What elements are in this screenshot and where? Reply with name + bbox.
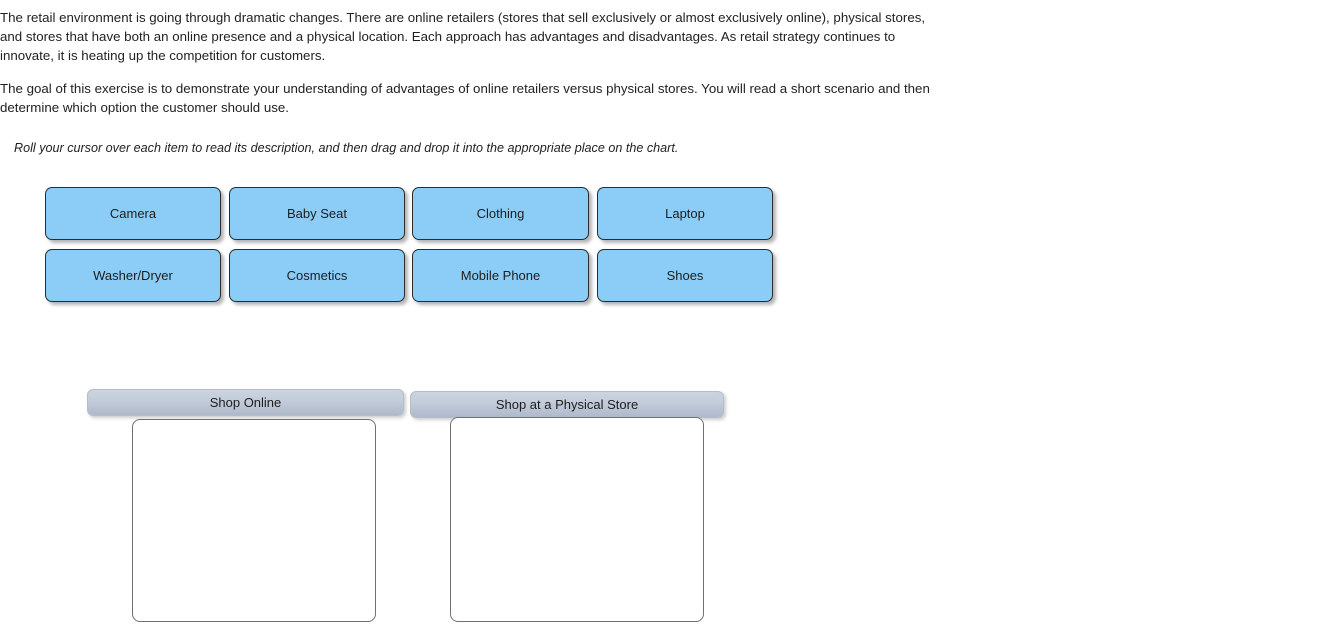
intro-paragraph-1: The retail environment is going through … <box>0 10 926 63</box>
draggable-tile-shoes[interactable]: Shoes <box>597 249 773 302</box>
draggable-tile-clothing[interactable]: Clothing <box>412 187 589 240</box>
instruction-text: Roll your cursor over each item to read … <box>14 141 679 155</box>
draggable-tile-baby-seat[interactable]: Baby Seat <box>229 187 405 240</box>
intro-text-block: The retail environment is going through … <box>0 8 945 131</box>
draggable-tile-washer-dryer[interactable]: Washer/Dryer <box>45 249 221 302</box>
drop-target-shop-online[interactable] <box>132 419 376 622</box>
draggable-tile-laptop[interactable]: Laptop <box>597 187 773 240</box>
draggable-items-board: Camera Baby Seat Clothing Laptop Washer/… <box>45 187 785 307</box>
drop-zone-header-shop-online: Shop Online <box>87 389 404 416</box>
drop-target-shop-at-a-physical-store[interactable] <box>450 417 704 622</box>
intro-paragraph-2: The goal of this exercise is to demonstr… <box>0 81 930 115</box>
drop-zone-header-shop-at-a-physical-store: Shop at a Physical Store <box>410 391 724 418</box>
draggable-tile-camera[interactable]: Camera <box>45 187 221 240</box>
draggable-tile-mobile-phone[interactable]: Mobile Phone <box>412 249 589 302</box>
draggable-tile-cosmetics[interactable]: Cosmetics <box>229 249 405 302</box>
